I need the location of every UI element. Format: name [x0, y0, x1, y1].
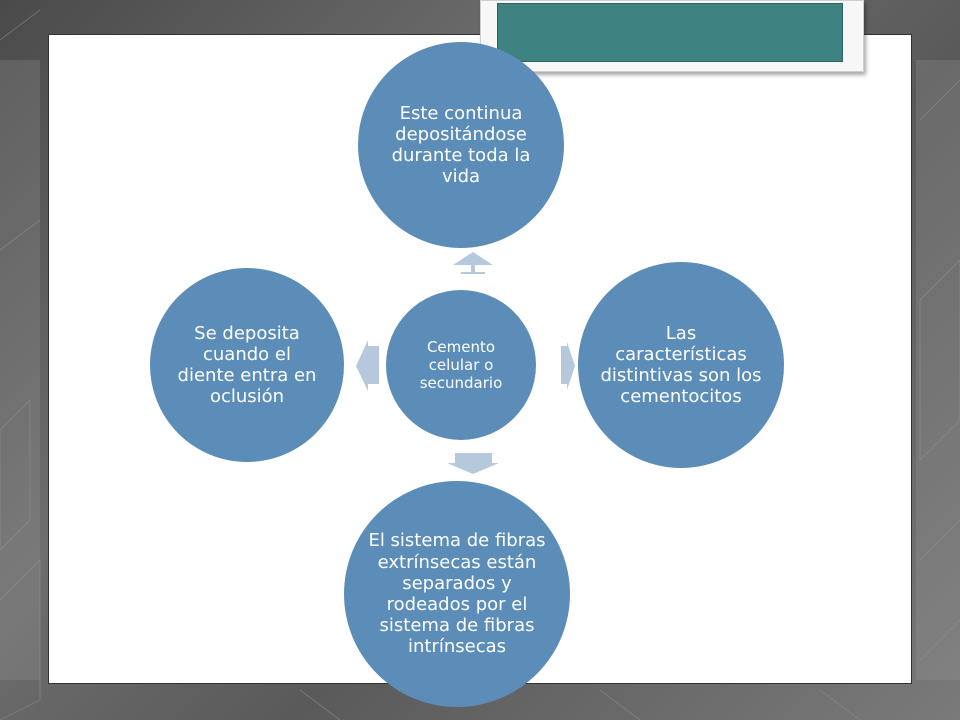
- title-placeholder: [497, 3, 843, 62]
- center-node: Cemento celular o secundario: [386, 290, 536, 440]
- title-placeholder-frame: [480, 0, 864, 72]
- bottom-node: El sistema de fibras extrínsecas están s…: [344, 481, 570, 707]
- right-node: Las características distintivas son los …: [578, 262, 784, 468]
- top-node-text: Este continua depositándose durante toda…: [391, 102, 531, 188]
- arrow-down: [447, 453, 499, 474]
- arrow-left: [356, 340, 379, 391]
- top-node: Este continua depositándose durante toda…: [358, 42, 564, 248]
- left-node: Se deposita cuando el diente entra en oc…: [150, 268, 344, 462]
- bottom-node-text: El sistema de fibras extrínsecas están s…: [368, 530, 546, 658]
- center-node-text: Cemento celular o secundario: [419, 337, 503, 393]
- arrow-right: [561, 342, 575, 390]
- arrow-up: [453, 252, 493, 274]
- right-node-text: Las características distintivas son los …: [600, 322, 762, 408]
- left-node-text: Se deposita cuando el diente entra en oc…: [177, 322, 317, 408]
